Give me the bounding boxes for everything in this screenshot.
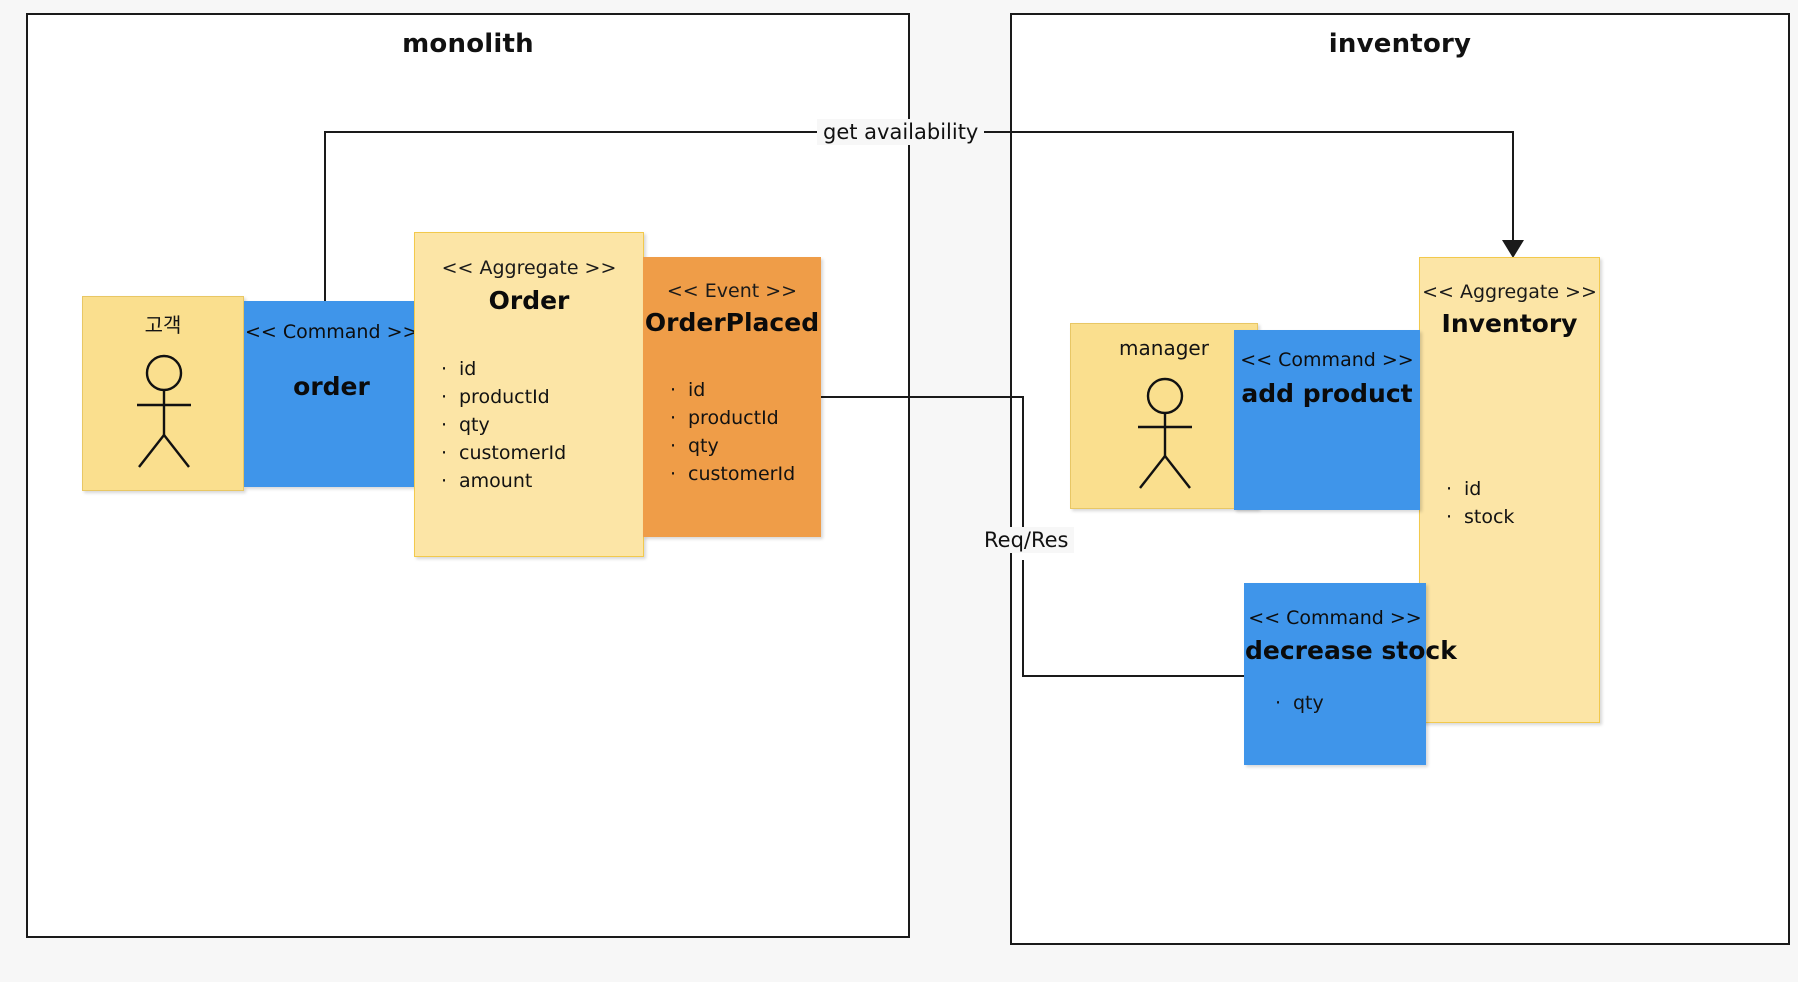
aggregate-order-name: Order [488,286,570,315]
event-order-placed-attributes: id productId qty customerId [670,376,795,488]
actor-customer-label: 고객 [144,313,182,337]
context-inventory-title: inventory [1328,29,1472,59]
edge-get-availability-left-vertical [324,131,326,321]
attribute-item: id [441,355,566,383]
command-add-product-name: add product [1241,379,1413,408]
attribute-item: customerId [670,460,795,488]
attribute-item: qty [670,432,795,460]
command-add-product-stereotype: << Command >> [1240,349,1414,371]
edge-req-res-vertical-lower [1022,560,1024,677]
edge-get-availability-arrowhead [1502,240,1524,258]
command-order-stereotype: << Command >> [245,321,419,343]
event-order-placed-stereotype: << Event >> [666,280,798,302]
edge-get-availability-horizontal-right [975,131,1514,133]
attribute-item: id [670,376,795,404]
aggregate-order[interactable]: << Aggregate >> Order id productId qty c… [414,232,644,557]
attribute-item: qty [1275,689,1324,717]
edge-get-availability-right-vertical [1512,131,1514,241]
command-decrease-stock[interactable]: << Command >> decrease stock qty [1244,583,1457,765]
command-decrease-stock-attributes: qty [1275,689,1324,717]
attribute-item: stock [1446,503,1514,531]
edge-req-res-horizontal-bottom [1022,675,1252,677]
attribute-item: qty [441,411,566,439]
attribute-item: productId [441,383,566,411]
stick-figure-icon [137,354,191,468]
context-monolith-title: monolith [402,29,534,59]
edge-req-res-horizontal-top [819,396,1024,398]
command-add-product[interactable]: << Command >> add product [1234,330,1420,510]
edge-label-req-res: Req/Res [978,527,1075,553]
edge-label-get-availability: get availability [817,119,985,145]
aggregate-order-attributes: id productId qty customerId amount [441,355,566,495]
stick-figure-icon [1138,377,1192,489]
command-order-name: order [293,372,370,401]
event-order-placed-name: OrderPlaced [644,308,820,337]
command-decrease-stock-stereotype: << Command >> [1248,607,1422,629]
actor-manager[interactable]: manager [1070,323,1258,509]
actor-customer[interactable]: 고객 [82,296,244,491]
edge-get-availability-horizontal-left [324,131,818,133]
attribute-item: customerId [441,439,566,467]
aggregate-inventory-name: Inventory [1441,309,1578,338]
aggregate-order-stereotype: << Aggregate >> [441,257,617,279]
command-order[interactable]: << Command >> order [244,301,419,487]
attribute-item: id [1446,475,1514,503]
aggregate-inventory-stereotype: << Aggregate >> [1422,281,1597,303]
aggregate-inventory-attributes: id stock [1446,475,1514,531]
attribute-item: amount [441,467,566,495]
actor-manager-label: manager [1119,336,1209,360]
edge-req-res-vertical-upper [1022,396,1024,527]
event-order-placed[interactable]: << Event >> OrderPlaced id productId qty… [643,257,821,537]
command-decrease-stock-name: decrease stock [1245,636,1457,665]
attribute-item: productId [670,404,795,432]
